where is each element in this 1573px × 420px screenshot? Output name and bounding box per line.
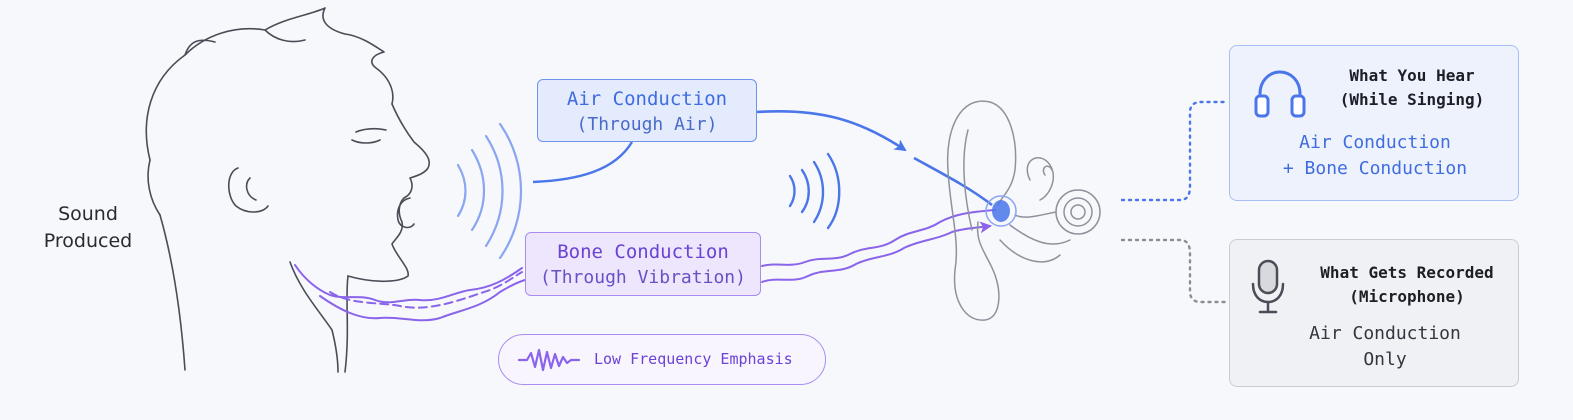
- hear-connector: [1120, 100, 1230, 202]
- mouth-sound-waves: [456, 122, 522, 260]
- bone-conduction-subtitle: (Through Vibration): [540, 267, 746, 288]
- what-you-hear-body: Air Conduction + Bone Conduction: [1270, 130, 1480, 182]
- what-you-hear-panel: What You Hear (While Singing) Air Conduc…: [1229, 45, 1519, 201]
- sound-produced-label: Sound Produced: [30, 201, 146, 255]
- air-conduction-label: Air Conduction (Through Air): [537, 79, 757, 142]
- air-path-to-ear: [913, 156, 993, 207]
- what-gets-recorded-body: Air Conduction Only: [1270, 321, 1500, 373]
- what-gets-recorded-body-line2: Only: [1363, 349, 1407, 370]
- what-you-hear-title: What You Hear (While Singing): [1324, 64, 1500, 112]
- what-gets-recorded-title-line2: (Microphone): [1349, 287, 1465, 306]
- air-conduction-title: Air Conduction: [566, 88, 728, 110]
- waveform-icon: [517, 348, 581, 372]
- ear-anatomy-illustration: [946, 100, 1101, 321]
- what-gets-recorded-title: What Gets Recorded (Microphone): [1304, 261, 1510, 309]
- what-you-hear-title-line2: (While Singing): [1339, 90, 1485, 109]
- what-you-hear-body-line1: Air Conduction: [1299, 132, 1451, 153]
- what-gets-recorded-title-line1: What Gets Recorded: [1320, 263, 1494, 282]
- air-sound-waves: [788, 152, 841, 230]
- bone-conduction-title: Bone Conduction: [557, 241, 729, 263]
- what-you-hear-title-line1: What You Hear: [1349, 66, 1475, 85]
- bone-conduction-label: Bone Conduction (Through Vibration): [525, 232, 761, 296]
- microphone-icon: [1248, 258, 1288, 316]
- sound-produced-line1: Sound: [58, 203, 118, 225]
- low-frequency-text: Low Frequency Emphasis: [594, 350, 793, 368]
- what-gets-recorded-panel: What Gets Recorded (Microphone) Air Cond…: [1229, 239, 1519, 387]
- headphones-icon: [1252, 68, 1308, 120]
- air-conduction-subtitle: (Through Air): [576, 114, 718, 135]
- low-frequency-pill: Low Frequency Emphasis: [498, 334, 826, 385]
- eardrum: [992, 200, 1010, 222]
- sound-produced-line2: Produced: [43, 230, 133, 252]
- air-path-lower: [532, 141, 634, 184]
- recorded-connector: [1120, 238, 1230, 304]
- air-path-arrow: [756, 109, 907, 152]
- singer-head-illustration: [145, 7, 430, 373]
- what-gets-recorded-body-line1: Air Conduction: [1309, 323, 1461, 344]
- what-you-hear-body-line2: + Bone Conduction: [1282, 158, 1468, 179]
- eardrum-halo: [985, 195, 1017, 227]
